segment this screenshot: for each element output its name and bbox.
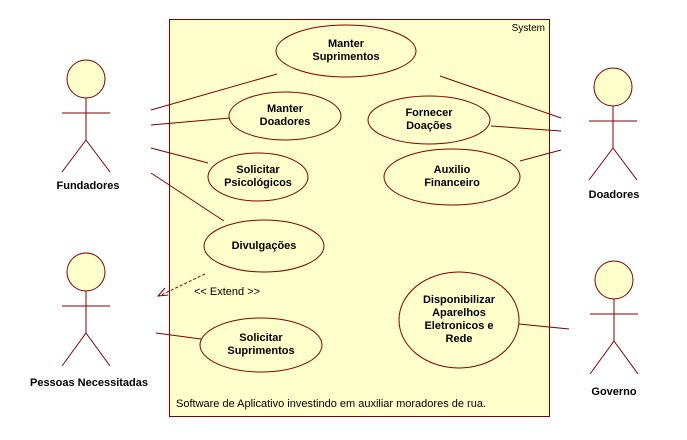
uc-solicitar-suprimentos-shape [199,317,323,373]
uc-disponibilizar-aparelhos[interactable]: Disponibilizar Aparelhos Eletronicos e R… [422,294,496,345]
uc-solicitar-psicologicos[interactable]: Solicitar Psicológicos [224,164,292,189]
assoc-doadores-manter-suprimentos [439,75,562,119]
assoc-fundadores-divulgacoes [150,172,225,222]
uc-divulgacoes[interactable]: Divulgações [231,239,297,252]
actor-pessoas-figure [61,252,111,367]
uc-solicitar-psicologicos-shape [207,152,309,202]
actor-fundadores-label[interactable]: Fundadores [56,180,120,192]
uc-manter-doadores[interactable]: Manter Doadores [259,103,311,128]
actor-pessoas-label[interactable]: Pessoas Necessitadas [29,377,149,389]
uc-manter-suprimentos-shape [275,24,417,78]
assoc-fundadores-solicitar-psicologicos [150,147,209,164]
assoc-fundadores-manter-suprimentos [150,73,278,111]
uc-manter-suprimentos[interactable]: Manter Suprimentos [312,38,380,63]
uc-solicitar-suprimentos[interactable]: Solicitar Suprimentos [227,332,295,357]
actor-doadores-figure [588,67,638,181]
system-label: System [511,23,545,34]
extend-label: << Extend >> [194,286,261,298]
uc-divulgacoes-shape [203,219,325,273]
uc-fornecer-doacoes-shape [367,95,491,145]
uc-auxilio-financeiro-shape [383,148,521,206]
assoc-doadores-auxilio-financeiro [519,149,562,162]
uc-manter-doadores-shape [228,91,342,141]
uc-fornecer-doacoes[interactable]: Fornecer Doações [405,107,453,132]
assoc-doadores-fornecer-doacoes [490,125,562,132]
system-note: Software de Aplicativo investindo em aux… [176,398,486,410]
assoc-governo-disponibilizar [518,323,570,330]
actor-governo-figure [589,260,639,375]
extend-arrowhead [156,287,169,297]
actor-fundadores-figure [61,59,111,173]
extend-arrow-line [158,273,206,297]
uc-auxilio-financeiro[interactable]: Auxilio Financeiro [424,164,480,189]
assoc-pessoas-solicitar-suprimentos [155,332,202,340]
actor-doadores-label[interactable]: Doadores [588,189,640,201]
assoc-fundadores-manter-doadores [150,117,231,126]
actor-governo-label[interactable]: Governo [591,386,637,398]
uc-disponibilizar-shape [398,271,520,369]
